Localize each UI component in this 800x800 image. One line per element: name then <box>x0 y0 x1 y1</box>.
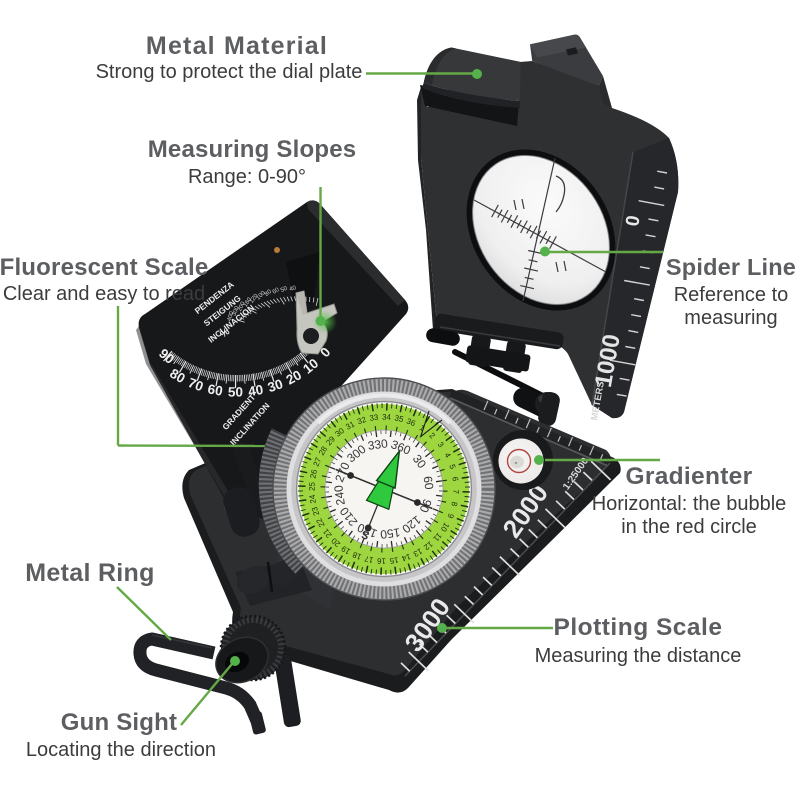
svg-text:26: 26 <box>308 468 319 479</box>
svg-text:S: S <box>360 528 371 542</box>
svg-text:34: 34 <box>382 412 392 421</box>
svg-text:2: 2 <box>427 431 437 441</box>
svg-text:90: 90 <box>156 346 177 367</box>
svg-text:3: 3 <box>436 440 446 449</box>
svg-text:1: 1 <box>418 423 427 433</box>
svg-text:0: 0 <box>622 214 645 228</box>
svg-text:24: 24 <box>308 493 318 504</box>
svg-text:6: 6 <box>450 476 460 482</box>
svg-text:120: 120 <box>249 293 260 305</box>
svg-text:400: 400 <box>227 310 236 322</box>
svg-text:160: 160 <box>243 296 254 308</box>
svg-text:35: 35 <box>394 413 405 424</box>
svg-text:80: 80 <box>264 288 273 297</box>
svg-text:330: 330 <box>367 436 389 453</box>
svg-text:30: 30 <box>266 376 285 395</box>
svg-text:10: 10 <box>300 356 321 377</box>
svg-text:40: 40 <box>247 382 264 399</box>
svg-text:16: 16 <box>376 556 386 565</box>
svg-text:8: 8 <box>449 501 459 508</box>
svg-text:50: 50 <box>228 384 243 399</box>
svg-text:15: 15 <box>388 555 399 565</box>
svg-text:36: 36 <box>405 416 417 428</box>
svg-text:25: 25 <box>307 481 316 491</box>
svg-text:100: 100 <box>256 290 268 302</box>
svg-text:4: 4 <box>442 451 452 460</box>
svg-text:27: 27 <box>311 456 323 468</box>
svg-text:60: 60 <box>272 287 281 296</box>
svg-text:300: 300 <box>232 305 242 317</box>
svg-text:5: 5 <box>447 463 457 471</box>
svg-text:23: 23 <box>310 505 321 517</box>
svg-text:32: 32 <box>356 415 368 426</box>
svg-text:9: 9 <box>445 512 455 520</box>
svg-text:50: 50 <box>280 285 289 294</box>
svg-text:20: 20 <box>284 367 304 387</box>
svg-text:200: 200 <box>237 300 247 312</box>
svg-text:17: 17 <box>363 554 374 565</box>
svg-text:150: 150 <box>379 525 401 542</box>
svg-text:70: 70 <box>186 375 205 394</box>
svg-text:14: 14 <box>400 552 412 563</box>
svg-text:40: 40 <box>289 285 298 293</box>
svg-text:33: 33 <box>369 413 380 423</box>
svg-text:80: 80 <box>167 366 188 387</box>
svg-text:60: 60 <box>207 381 225 399</box>
svg-text:240: 240 <box>331 484 348 506</box>
svg-text:7: 7 <box>451 489 460 494</box>
svg-text:18: 18 <box>351 550 363 562</box>
svg-text:60: 60 <box>421 475 437 490</box>
